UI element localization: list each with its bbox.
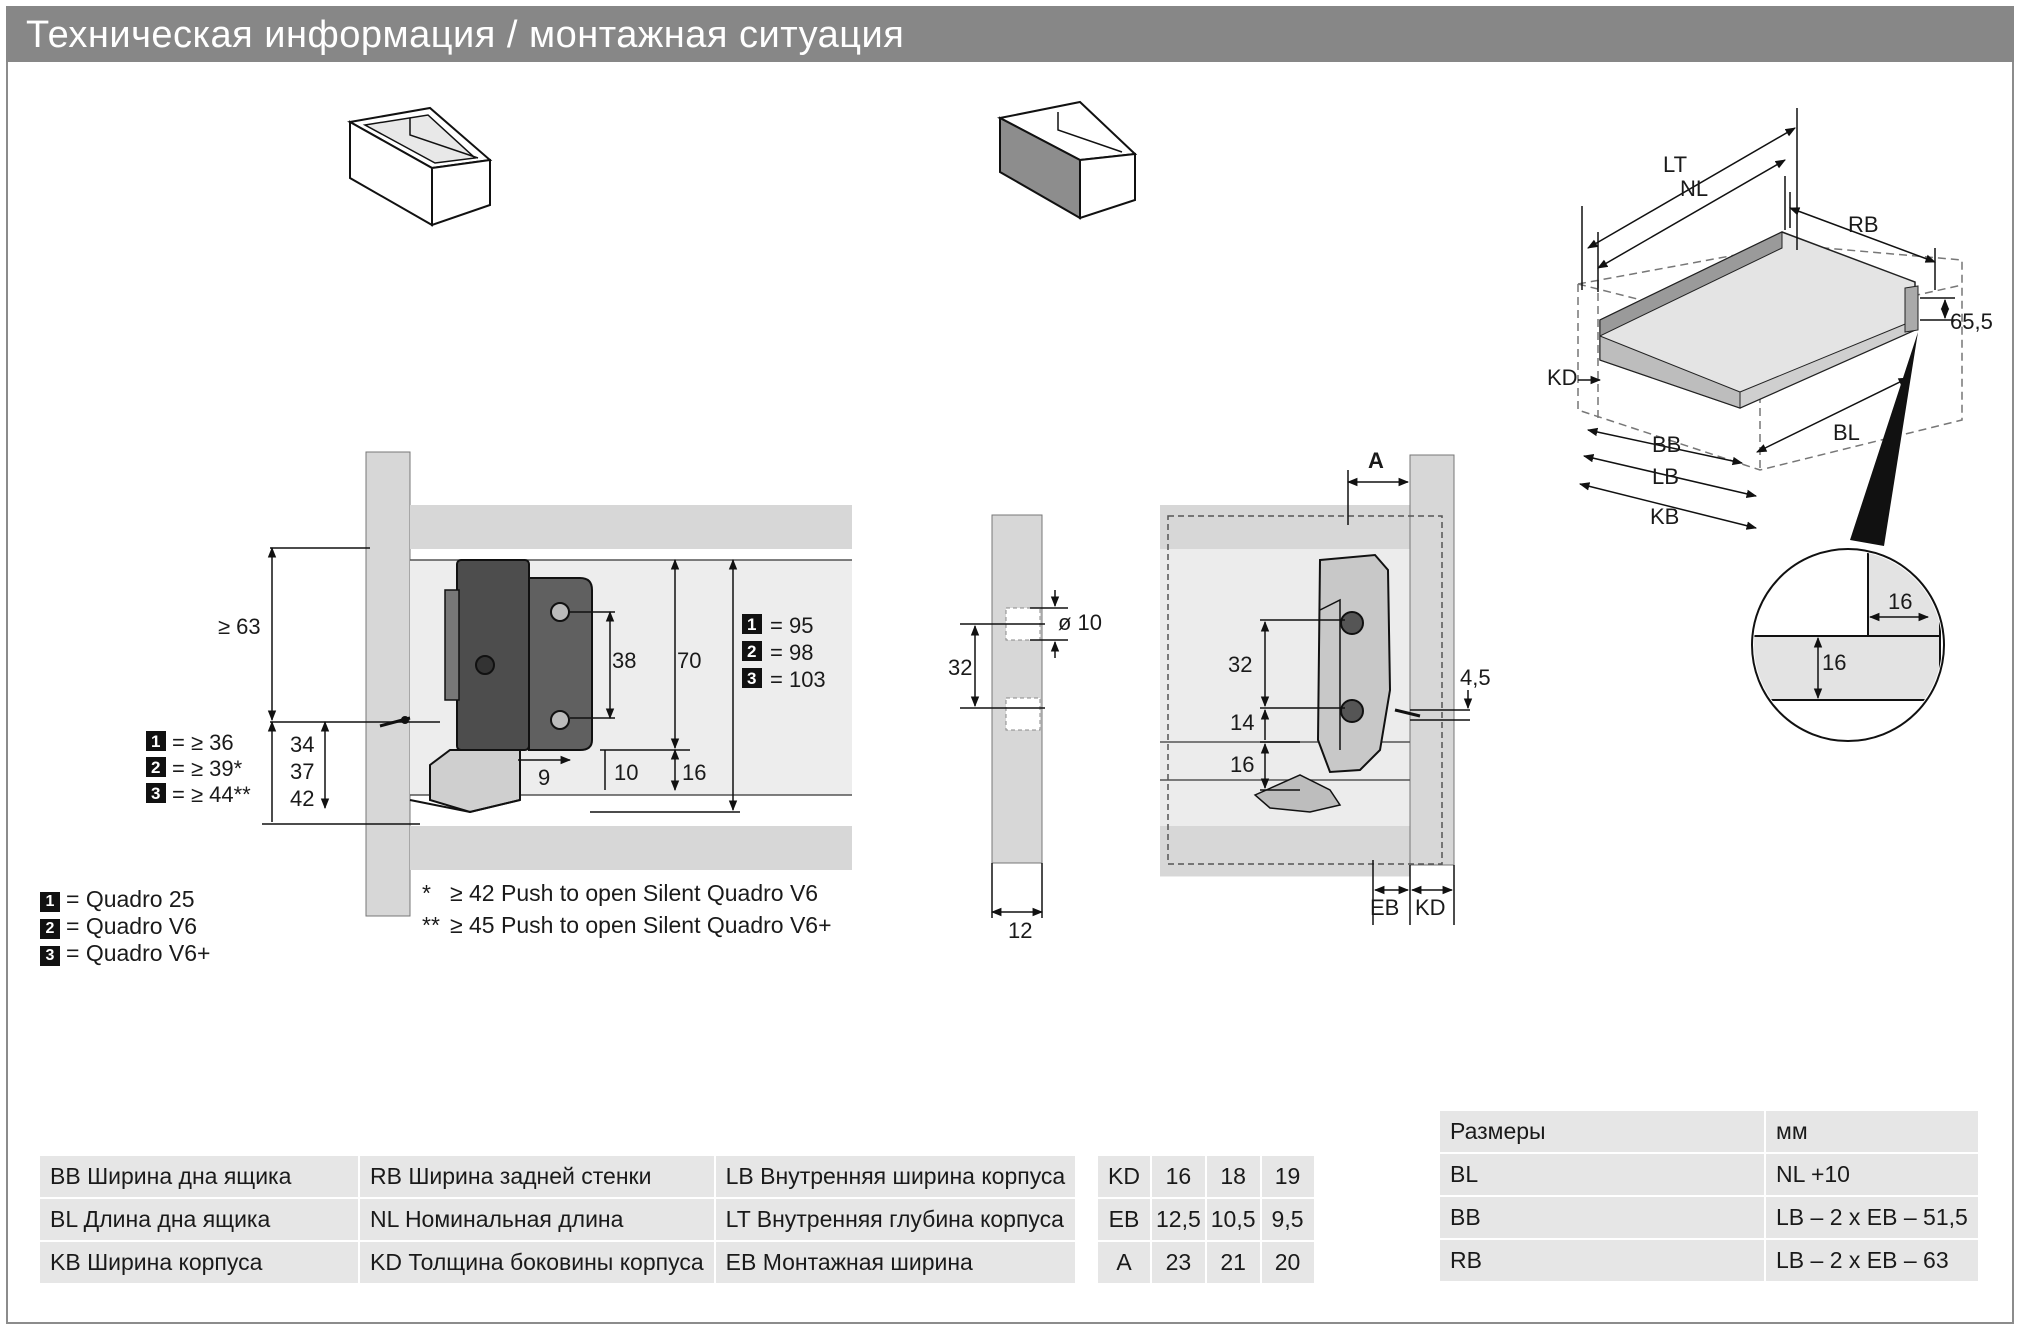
isometric-dimension-lines (1578, 108, 1955, 530)
dim-diameter-10: ø 10 (1058, 610, 1102, 635)
svg-text:= 98: = 98 (770, 640, 813, 665)
kd-eb-a-table: KD 16 18 19 EB 12,5 10,5 9,5 A 23 21 20 (1096, 1154, 1316, 1285)
glossary-cell: LB Внутренняя ширина корпуса (715, 1156, 1076, 1197)
dim-LB: LB (1652, 464, 1679, 489)
dim-A: A (1368, 448, 1384, 473)
dim-min-63: ≥ 63 (218, 614, 261, 639)
height-values-list: 1 = 95 2 = 98 3 = 103 (742, 613, 826, 692)
dim-37: 37 (290, 759, 314, 784)
drawer-icon-white (347, 106, 493, 227)
dim-LT: LT (1663, 152, 1687, 177)
dim-KB: KB (1650, 504, 1679, 529)
glossary-cell: RB Ширина задней стенки (360, 1156, 714, 1197)
dim-12: 12 (1008, 918, 1032, 943)
note-push-to-open-v6plus: **≥ 45 Push to open Silent Quadro V6+ (422, 912, 832, 938)
dim-EB: EB (1370, 895, 1399, 920)
front-panel-dimension-lines (960, 590, 1068, 918)
dim-BL: BL (1833, 420, 1860, 445)
legend-item-2: 2= Quadro V6 (40, 913, 197, 940)
glossary-table: BB Ширина дна ящика RB Ширина задней сте… (38, 1154, 1077, 1285)
dim-4-5: 4,5 (1460, 665, 1491, 690)
legend-item-1: 1= Quadro 25 (40, 886, 195, 913)
svg-text:= 103: = 103 (770, 667, 826, 692)
table-row: RB LB – 2 x EB – 63 (1440, 1240, 1978, 1281)
glossary-cell: KB Ширина корпуса (40, 1242, 358, 1283)
svg-text:= ≥ 39*: = ≥ 39* (172, 756, 243, 781)
dim-14: 14 (1230, 710, 1254, 735)
svg-text:2: 2 (747, 642, 756, 661)
note-push-to-open-v6: *≥ 42 Push to open Silent Quadro V6 (422, 880, 819, 906)
size-formula-table: Размеры мм BL NL +10 BB LB – 2 x EB – 51… (1438, 1109, 1980, 1283)
dim-34: 34 (290, 732, 314, 757)
table-header-row: Размеры мм (1440, 1111, 1978, 1152)
dim-RB: RB (1848, 212, 1879, 237)
glossary-cell: EB Монтажная ширина (715, 1242, 1076, 1283)
dim-32-front: 32 (948, 655, 972, 680)
table-row: BB LB – 2 x EB – 51,5 (1440, 1197, 1978, 1238)
isometric-drawer-drawing (1577, 231, 1963, 471)
svg-text:= ≥ 36: = ≥ 36 (172, 730, 234, 755)
svg-text:1: 1 (747, 615, 756, 634)
dim-KD-iso: KD (1547, 365, 1578, 390)
title-bar: Техническая информация / монтажная ситуа… (6, 6, 2014, 62)
table-row: A 23 21 20 (1098, 1242, 1314, 1283)
dim-9: 9 (538, 765, 550, 790)
glossary-cell: NL Номинальная длина (360, 1199, 714, 1240)
page-title: Техническая информация / монтажная ситуа… (26, 14, 905, 56)
svg-text:1: 1 (151, 732, 160, 751)
left-section-drawing (365, 451, 852, 917)
dim-16-cabinet: 16 (1230, 752, 1254, 777)
front-panel-drawing (991, 514, 1043, 864)
detail-callout (1751, 332, 1945, 742)
table-row: KD 16 18 19 (1098, 1156, 1314, 1197)
svg-text:3: 3 (747, 669, 756, 688)
dim-32-cabinet: 32 (1228, 652, 1252, 677)
table-row: BB Ширина дна ящика RB Ширина задней сте… (40, 1156, 1076, 1197)
dim-16: 16 (682, 760, 706, 785)
svg-text:= 95: = 95 (770, 613, 813, 638)
dim-65-5: 65,5 (1950, 309, 1993, 334)
left-dimension-lines (262, 546, 740, 825)
dim-BB: BB (1652, 432, 1681, 457)
table-row: KB Ширина корпуса KD Толщина боковины ко… (40, 1242, 1076, 1283)
svg-text:2: 2 (151, 758, 160, 777)
glossary-cell: KD Толщина боковины корпуса (360, 1242, 714, 1283)
table-row: BL NL +10 (1440, 1154, 1978, 1195)
drawer-icon-grey-front (997, 100, 1138, 220)
dim-10: 10 (614, 760, 638, 785)
glossary-cell: BB Ширина дна ящика (40, 1156, 358, 1197)
glossary-cell: BL Длина дна ящика (40, 1199, 358, 1240)
dim-16-detail-b: 16 (1822, 650, 1846, 675)
dim-KD-cabinet: KD (1415, 895, 1446, 920)
dim-70: 70 (677, 648, 701, 673)
cabinet-section-drawing (1160, 454, 1455, 877)
min-height-values-list: 1 = ≥ 36 2 = ≥ 39* 3 = ≥ 44** (146, 730, 251, 807)
table-row: EB 12,5 10,5 9,5 (1098, 1199, 1314, 1240)
table-row: BL Длина дна ящика NL Номинальная длина … (40, 1199, 1076, 1240)
legend-item-3: 3= Quadro V6+ (40, 940, 211, 967)
cabinet-dimension-lines (1260, 470, 1473, 925)
svg-text:= ≥ 44**: = ≥ 44** (172, 782, 251, 807)
dim-38: 38 (612, 648, 636, 673)
dim-16-detail-a: 16 (1888, 589, 1912, 614)
dim-NL: NL (1680, 176, 1708, 201)
glossary-cell: LT Внутренняя глубина корпуса (715, 1199, 1076, 1240)
dim-42: 42 (290, 786, 314, 811)
svg-text:3: 3 (151, 784, 160, 803)
